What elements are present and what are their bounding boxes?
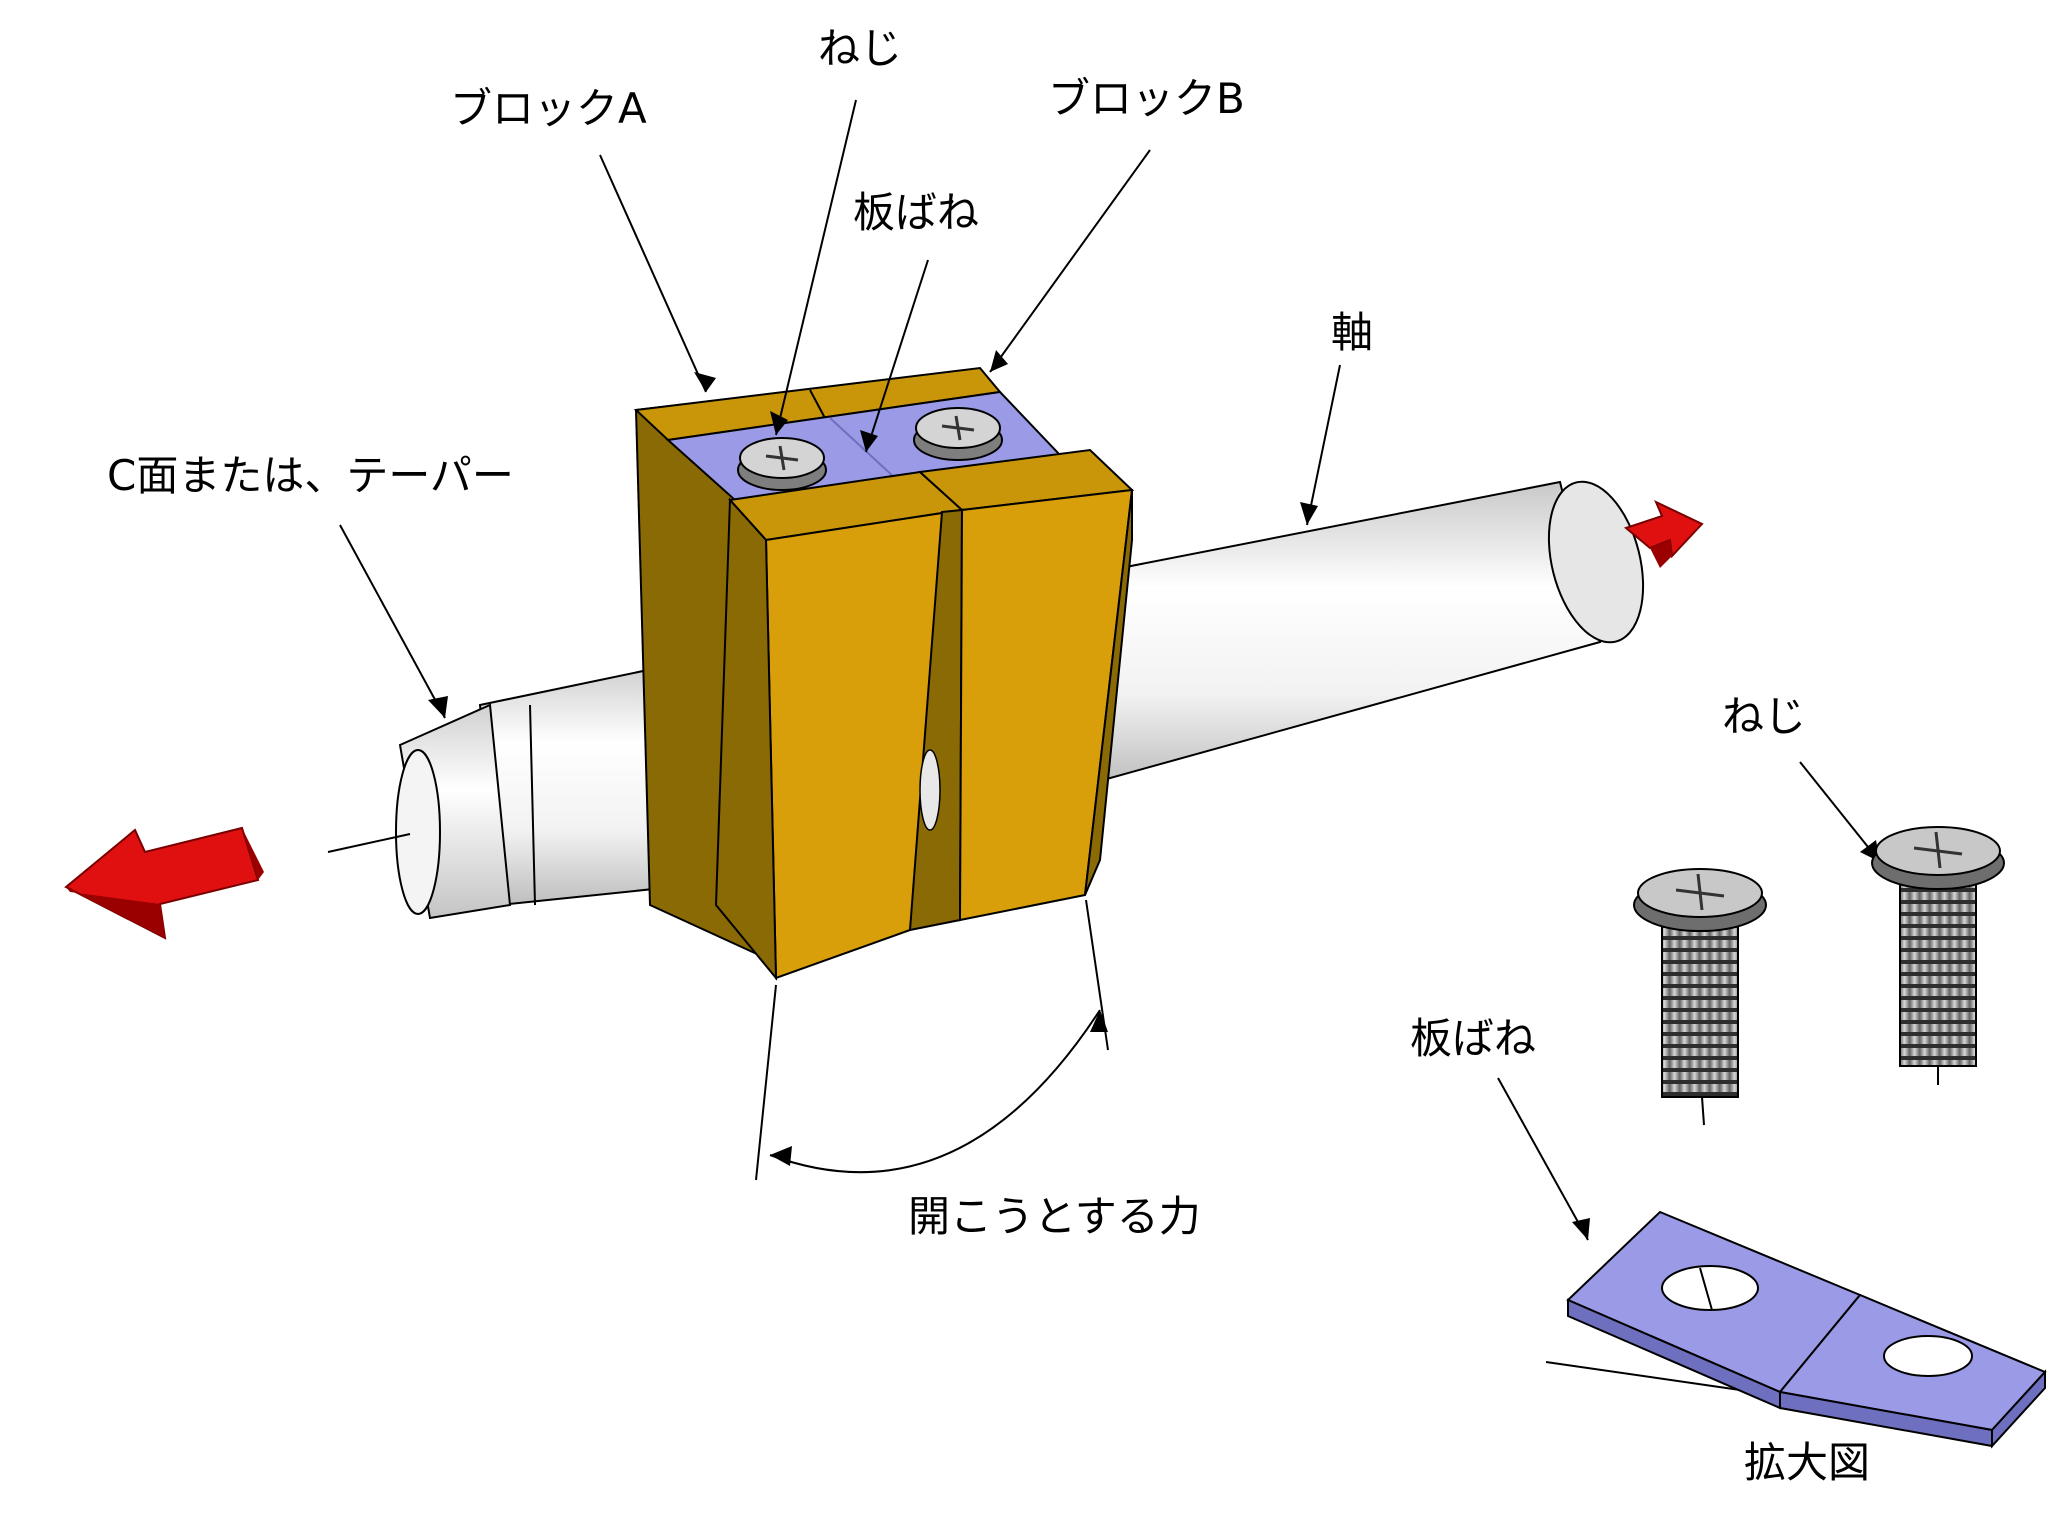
label-chamfer-or-taper: C面または、テーパー [107,451,514,500]
opening-force-arrowheads [770,1010,1108,1166]
block-assembly [633,366,1135,981]
label-screw-detail: ねじ [1722,692,1807,741]
screw-icon [737,437,827,491]
arrow-left-icon [64,826,264,940]
label-leaf-spring-detail: 板ばね [1410,1014,1537,1063]
label-screw-top: ねじ [818,24,903,73]
screw-icon [1633,868,1767,1126]
label-block-b: ブロックB [1048,74,1245,123]
leader-lines [339,99,1881,1391]
leaf-spring-icon [1566,1210,2047,1449]
label-opening-force: 開こうとする力 [908,1192,1201,1241]
arrow-right-icon [1623,499,1704,568]
label-enlarged-view: 拡大図 [1744,1438,1871,1487]
screw-icon [913,407,1003,461]
label-block-a: ブロックA [450,84,647,133]
label-leaf-spring-top: 板ばね [853,188,980,237]
arrowheads [428,350,1880,1240]
shaft [1084,480,1645,787]
label-shaft: 軸 [1331,308,1374,357]
screw-icon [1871,826,2005,1085]
